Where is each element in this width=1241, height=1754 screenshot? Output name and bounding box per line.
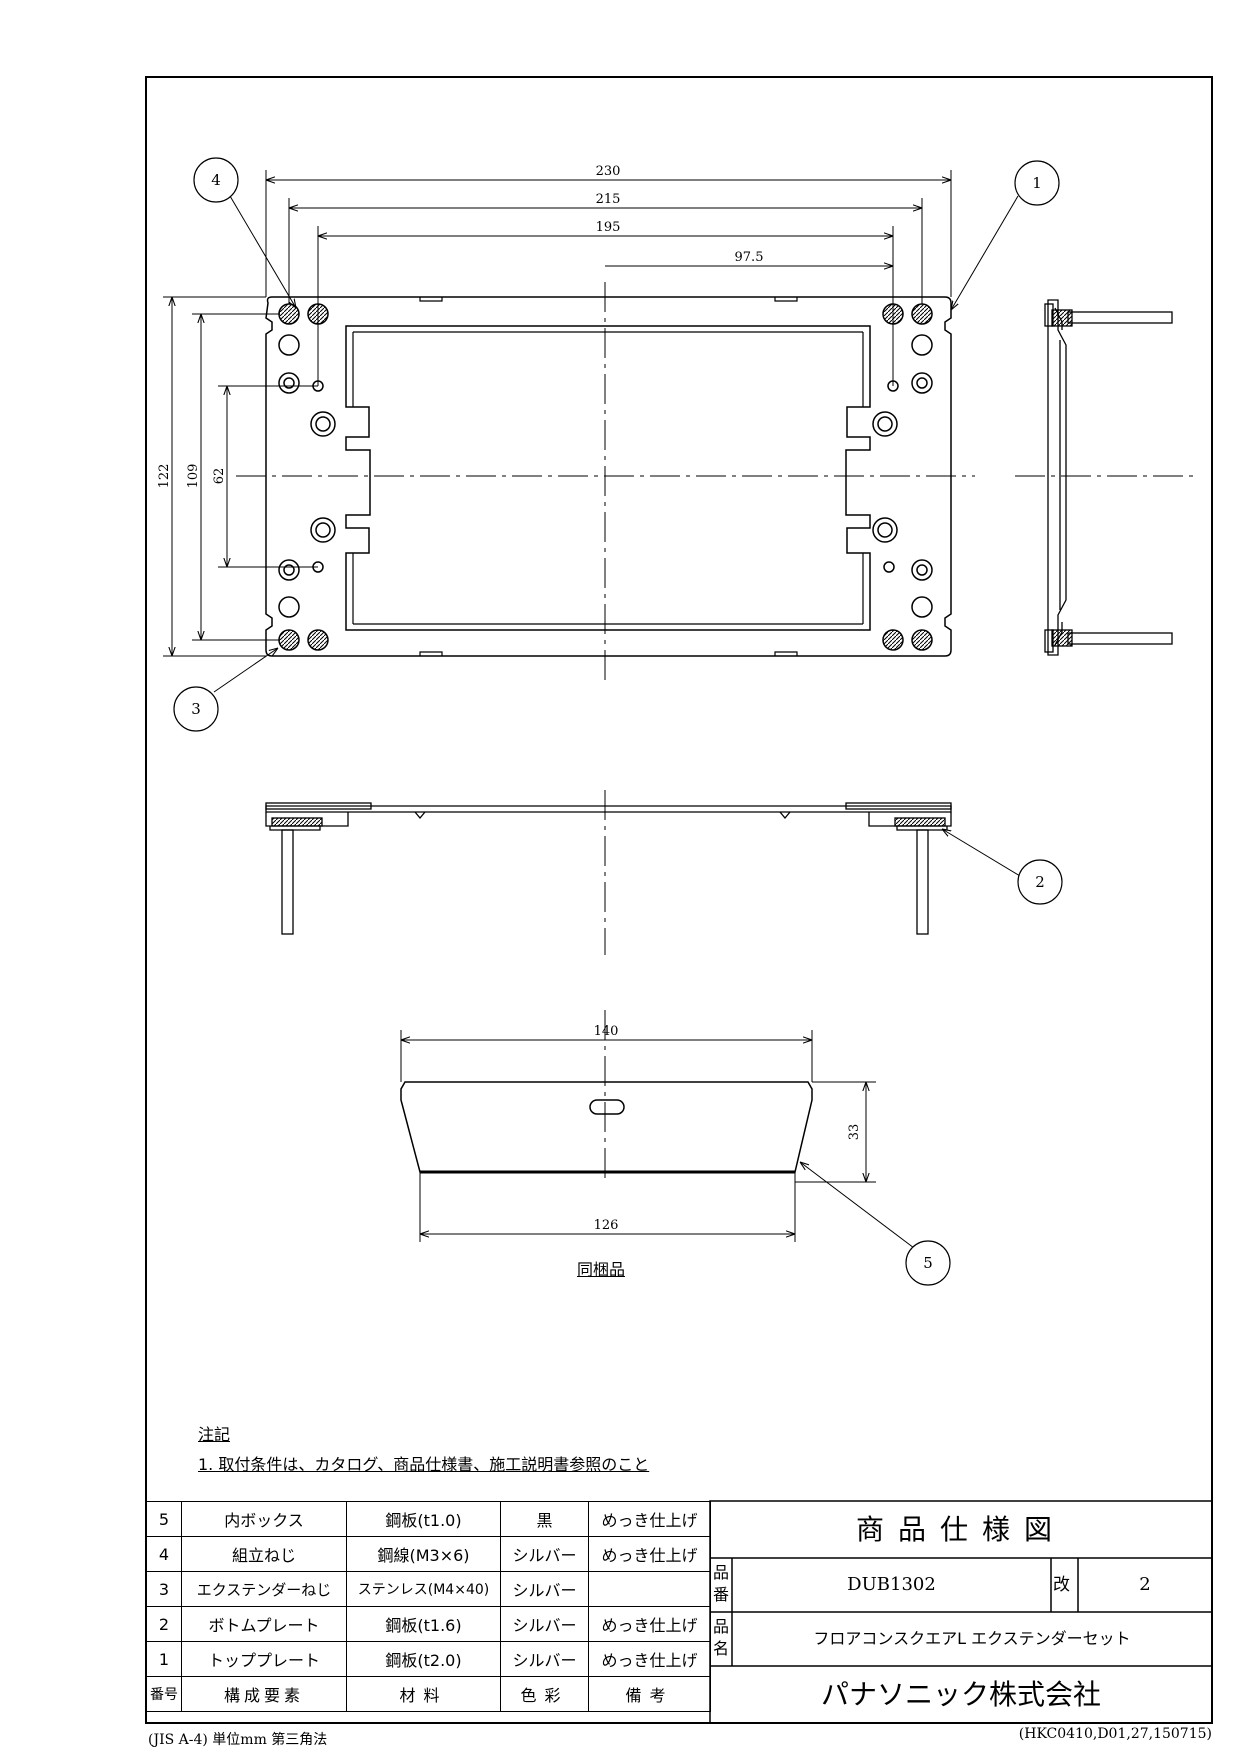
product-name-value: フロアコンスクエアL エクステンダーセット xyxy=(813,1629,1131,1648)
dim-97-5: 97.5 xyxy=(735,250,764,265)
parts-row: 3 エクステンダーねじ ステンレス(M4×40) シルバー xyxy=(146,1571,711,1607)
part-color: シルバー xyxy=(500,1536,589,1572)
dim-126: 126 xyxy=(594,1218,619,1233)
balloon-3 xyxy=(173,686,219,732)
part-no-label: 品番 xyxy=(713,1563,730,1604)
inner-box-dimensions xyxy=(400,1030,876,1242)
part-color: シルバー xyxy=(500,1606,589,1642)
parts-header-row: 番号 構成要素 材料 色彩 備考 xyxy=(146,1676,711,1712)
center-lines xyxy=(236,282,1195,1180)
part-material: 鋼板(t2.0) xyxy=(346,1641,501,1677)
part-name: 内ボックス xyxy=(181,1501,347,1537)
balloon-1 xyxy=(1014,160,1060,206)
company-name: パナソニック株式会社 xyxy=(820,1678,1101,1711)
balloon-2-label: 2 xyxy=(1035,873,1045,891)
part-remarks xyxy=(588,1571,711,1607)
part-color: 黒 xyxy=(500,1501,589,1537)
part-no: 3 xyxy=(146,1571,182,1607)
part-no: 2 xyxy=(146,1606,182,1642)
part-name: トッププレート xyxy=(181,1641,347,1677)
dim-140: 140 xyxy=(594,1024,619,1039)
balloon-5 xyxy=(905,1240,951,1286)
balloon-5-label: 5 xyxy=(923,1254,933,1272)
header-remarks: 備考 xyxy=(588,1676,711,1712)
inner-box-view xyxy=(400,1081,813,1174)
header-name: 構成要素 xyxy=(181,1676,347,1712)
dim-62: 62 xyxy=(212,468,227,485)
header-material: 材料 xyxy=(346,1676,501,1712)
part-color: シルバー xyxy=(500,1571,589,1607)
parts-list-table: 5 内ボックス 鋼板(t1.0) 黒 めっき仕上げ 4 組立ねじ 鋼線(M3×6… xyxy=(146,1501,711,1712)
parts-row: 4 組立ねじ 鋼線(M3×6) シルバー めっき仕上げ xyxy=(146,1536,711,1572)
part-material: 鋼板(t1.6) xyxy=(346,1606,501,1642)
balloon-4 xyxy=(193,157,239,203)
part-name: エクステンダーねじ xyxy=(181,1571,347,1607)
part-material: 鋼板(t1.0) xyxy=(346,1501,501,1537)
dim-230: 230 xyxy=(596,164,621,179)
header-no: 番号 xyxy=(146,1676,182,1712)
part-no: 5 xyxy=(146,1501,182,1537)
part-material: 鋼線(M3×6) xyxy=(346,1536,501,1572)
dim-122: 122 xyxy=(157,464,172,489)
footer-drawing-code: (HKC0410,D01,27,150715) xyxy=(1018,1726,1212,1742)
part-remarks: めっき仕上げ xyxy=(588,1501,711,1537)
balloon-3-label: 3 xyxy=(191,700,201,718)
footer-standard: (JIS A-4) 単位mm 第三角法 xyxy=(148,1732,328,1748)
part-remarks: めっき仕上げ xyxy=(588,1606,711,1642)
part-no-value: DUB1302 xyxy=(847,1574,936,1595)
parts-row: 2 ボトムプレート 鋼板(t1.6) シルバー めっき仕上げ xyxy=(146,1606,711,1642)
balloon-4-label: 4 xyxy=(211,171,221,189)
part-color: シルバー xyxy=(500,1641,589,1677)
balloon-2 xyxy=(1017,859,1063,905)
rev-value: 2 xyxy=(1139,1574,1151,1595)
side-view xyxy=(1044,299,1173,656)
balloon-leaders xyxy=(213,195,1021,1249)
product-name-label: 品名 xyxy=(713,1617,730,1658)
part-name: ボトムプレート xyxy=(181,1606,347,1642)
title-block-heading: 商品仕様図 xyxy=(855,1513,1066,1546)
front-view xyxy=(265,802,952,935)
sheet-border xyxy=(145,76,1213,1724)
rev-label: 改 xyxy=(1053,1575,1070,1595)
balloon-1-label: 1 xyxy=(1032,174,1042,192)
notes-title: 注記 xyxy=(198,1425,231,1444)
dim-215: 215 xyxy=(596,192,621,207)
dim-33: 33 xyxy=(847,1124,862,1141)
accessory-label: 同梱品 xyxy=(577,1260,626,1279)
notes-line-1: 1. 取付条件は、カタログ、商品仕様書、施工説明書参照のこと xyxy=(198,1455,650,1474)
dim-195: 195 xyxy=(596,220,621,235)
part-name: 組立ねじ xyxy=(181,1536,347,1572)
parts-row: 5 内ボックス 鋼板(t1.0) 黒 めっき仕上げ xyxy=(146,1501,711,1537)
part-remarks: めっき仕上げ xyxy=(588,1641,711,1677)
parts-row: 1 トッププレート 鋼板(t2.0) シルバー めっき仕上げ xyxy=(146,1641,711,1677)
top-dimensions xyxy=(265,170,952,386)
part-remarks: めっき仕上げ xyxy=(588,1536,711,1572)
left-dimensions xyxy=(163,296,318,657)
dim-109: 109 xyxy=(186,464,201,489)
part-no: 4 xyxy=(146,1536,182,1572)
header-color: 色彩 xyxy=(500,1676,589,1712)
part-no: 1 xyxy=(146,1641,182,1677)
part-material: ステンレス(M4×40) xyxy=(346,1571,501,1607)
